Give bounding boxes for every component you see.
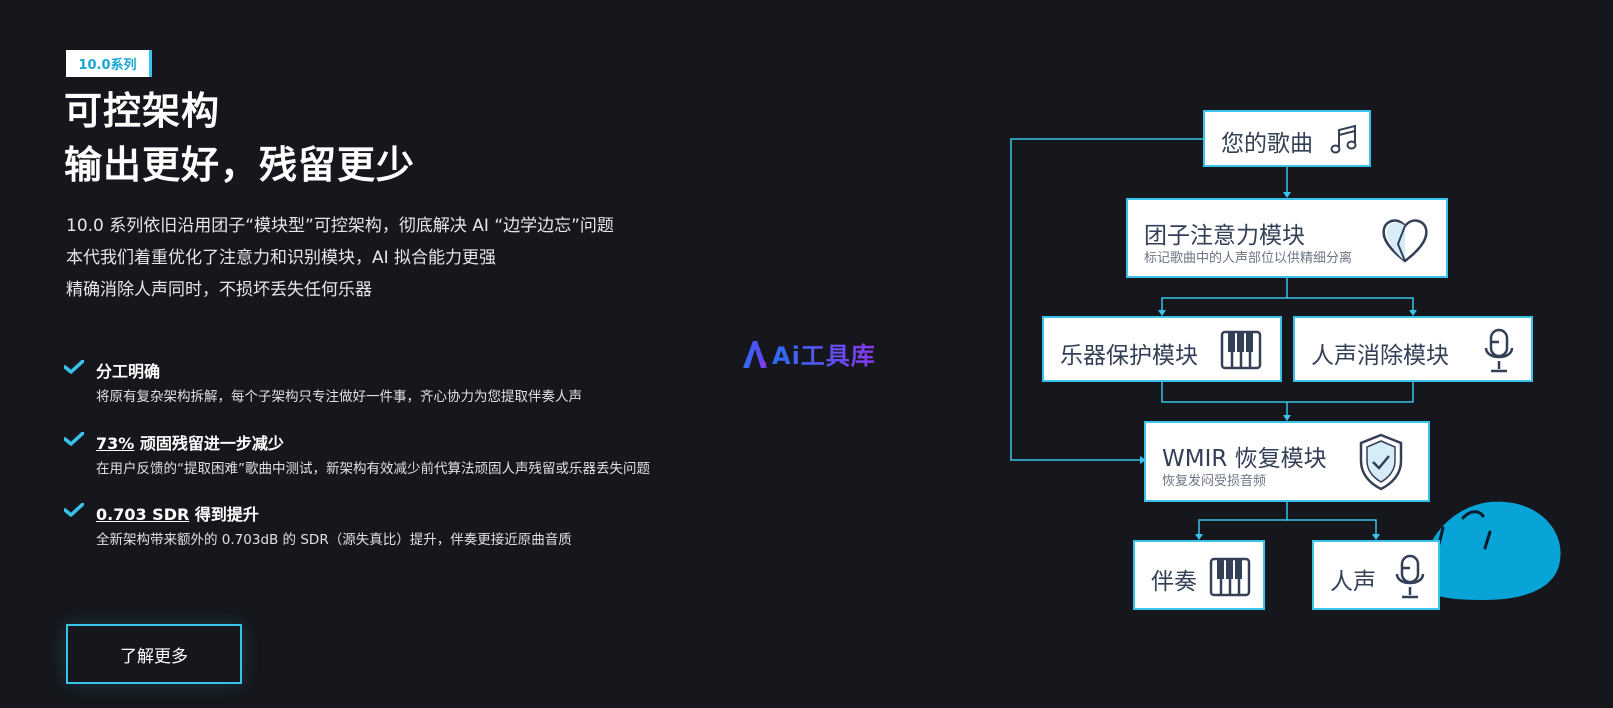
- feature-title: 分工明确: [96, 362, 161, 381]
- node-sublabel: 恢复发闷受损音频: [1162, 474, 1267, 489]
- mascot-icon: [1422, 501, 1561, 600]
- node-attention-module: 团子注意力模块 标记歌曲中的人声部位以供精细分离: [1126, 198, 1448, 278]
- logo-icon: [743, 340, 767, 368]
- feature-desc: 将原有复杂架构拆解，每个子架构只专注做好一件事，齐心协力为您提取伴奏人声: [96, 389, 582, 405]
- description-line: 本代我们着重优化了注意力和识别模块，AI 拟合能力更强: [66, 248, 497, 268]
- watermark-text: Ai工具库: [772, 336, 876, 371]
- shield-icon: [1359, 433, 1403, 491]
- feature-title: 0.703 SDR 得到提升: [96, 505, 259, 524]
- node-your-song: 您的歌曲: [1203, 110, 1371, 167]
- node-sublabel: 标记歌曲中的人声部位以供精细分离: [1144, 251, 1353, 266]
- check-icon: [64, 432, 84, 446]
- node-vocals: 人声: [1312, 540, 1440, 610]
- page-title: 可控架构: [64, 89, 221, 133]
- microphone-icon: [1395, 554, 1425, 599]
- piano-icon: [1220, 330, 1262, 370]
- page-subtitle: 输出更好，残留更少: [64, 143, 416, 187]
- feature-desc: 全新架构带来额外的 0.703dB 的 SDR（源失真比）提升，伴奏更接近原曲音…: [96, 532, 572, 548]
- feature-title: 73% 顽固残留进一步减少: [96, 434, 284, 453]
- node-label: 伴奏: [1151, 569, 1197, 595]
- node-accompaniment: 伴奏: [1133, 540, 1265, 610]
- learn-more-button[interactable]: 了解更多: [66, 624, 242, 684]
- microphone-icon: [1484, 328, 1514, 373]
- node-label: 人声: [1330, 569, 1376, 595]
- music-note-icon: [1330, 124, 1357, 154]
- description-line: 精确消除人声同时，不损坏丢失任何乐器: [66, 280, 372, 300]
- check-icon: [64, 503, 84, 517]
- node-instrument-protect: 乐器保护模块: [1042, 316, 1282, 382]
- node-label: 团子注意力模块: [1144, 223, 1305, 249]
- series-badge: 10.0系列: [66, 50, 152, 77]
- check-icon: [64, 360, 84, 374]
- node-label: 乐器保护模块: [1060, 343, 1198, 369]
- heart-icon: [1382, 219, 1428, 263]
- node-label: 您的歌曲: [1221, 131, 1313, 157]
- node-label: 人声消除模块: [1311, 343, 1449, 369]
- piano-icon: [1209, 557, 1251, 597]
- node-label: WMIR 恢复模块: [1162, 446, 1327, 472]
- node-vocal-remove: 人声消除模块: [1293, 316, 1533, 382]
- feature-desc: 在用户反馈的“提取困难”歌曲中测试，新架构有效减少前代算法顽固人声残留或乐器丢失…: [96, 461, 650, 477]
- description-line: 10.0 系列依旧沿用团子“模块型”可控架构，彻底解决 AI “边学边忘”问题: [66, 216, 614, 236]
- watermark: Ai工具库: [741, 336, 876, 371]
- node-wmir-module: WMIR 恢复模块 恢复发闷受损音频: [1144, 421, 1430, 502]
